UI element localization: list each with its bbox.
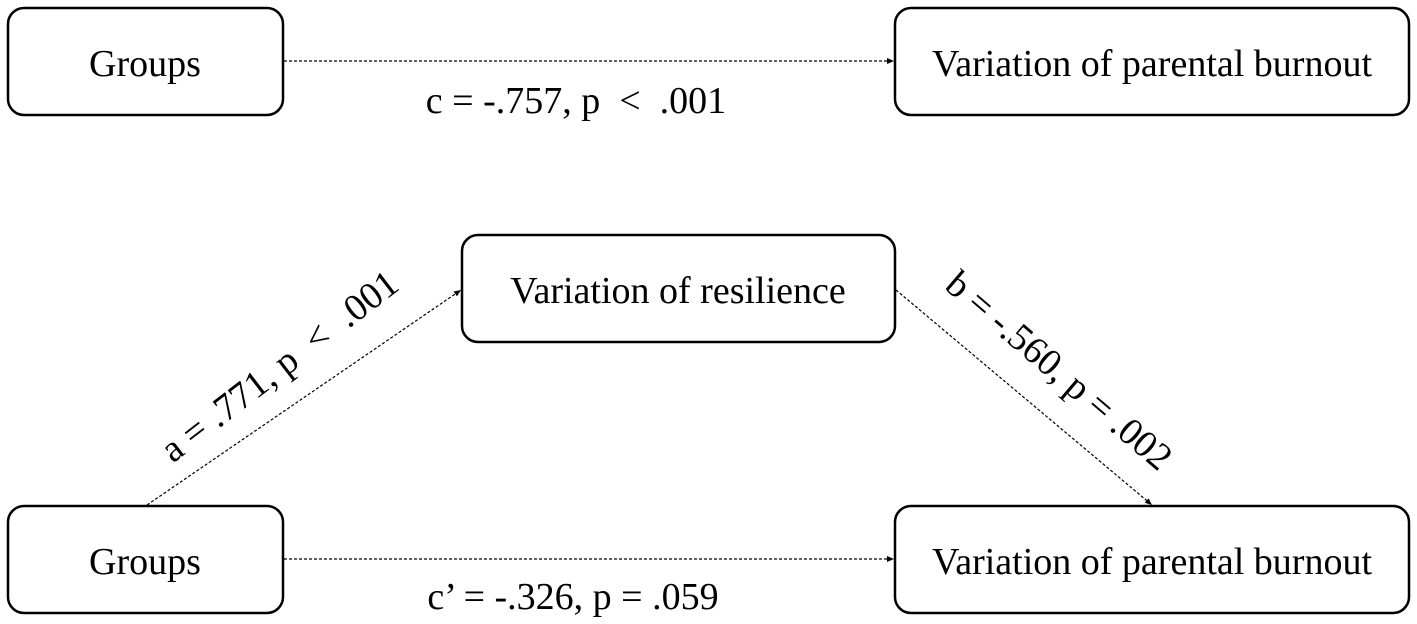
bottom-burnout-node: Variation of parental burnout	[893, 504, 1411, 615]
bottom-groups-label: Groups	[89, 541, 201, 583]
mediation-model: Variation of resilience Groups Variation…	[6, 233, 1411, 618]
path-c-label: c = -.757, p < .001	[426, 80, 726, 122]
top-groups-label: Groups	[89, 43, 201, 85]
mediator-node: Variation of resilience	[460, 233, 897, 344]
total-effect-model: Groups Variation of parental burnout c =…	[6, 6, 1411, 122]
path-c-prime-label: c’ = -.326, p = .059	[427, 576, 718, 618]
path-a-label: a = .771, p < .001	[153, 262, 407, 470]
top-groups-node: Groups	[6, 6, 285, 117]
path-b-label: b = -.560, p = .002	[937, 263, 1180, 479]
top-burnout-node: Variation of parental burnout	[893, 6, 1411, 117]
top-burnout-label: Variation of parental burnout	[932, 43, 1372, 85]
mediator-label: Variation of resilience	[510, 270, 846, 312]
path-a-arrow	[146, 289, 462, 506]
bottom-groups-node: Groups	[6, 504, 285, 615]
bottom-burnout-label: Variation of parental burnout	[932, 541, 1372, 583]
path-b-arrow	[895, 289, 1153, 506]
